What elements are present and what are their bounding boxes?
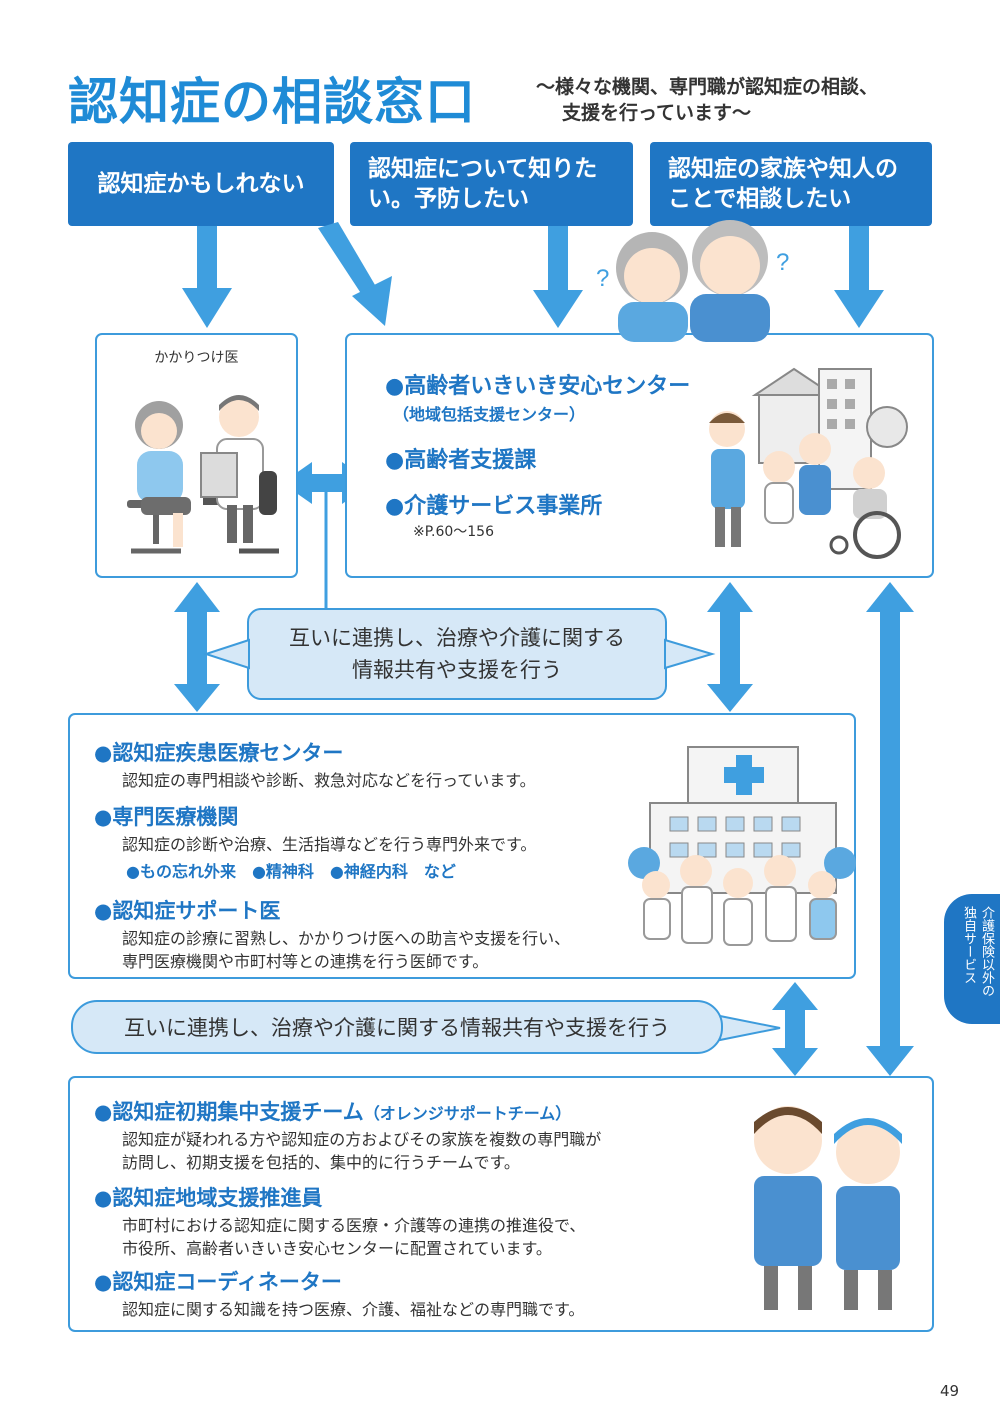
- top-box-line: ことで相談したい: [668, 186, 852, 212]
- support-item-promoter: ●認知症地域支援推進員: [94, 1186, 323, 1210]
- collaboration-bubble-2: 互いに連携し、治療や介護に関する情報共有や支援を行う: [71, 1000, 723, 1054]
- arrow-vertical-double-lower: [772, 982, 818, 1076]
- side-tab-independent-services: 介護保険以外の 独自サービス: [944, 894, 1000, 1024]
- medical-item-support-doctor-desc2: 専門医療機関や市町村等との連携を行う医師です。: [122, 952, 489, 971]
- support-item-initial-team: ●認知症初期集中支援チーム（オレンジサポートチーム）: [94, 1096, 571, 1126]
- medical-item-specialist-desc: 認知症の診断や治療、生活指導などを行う専門外来です。: [122, 835, 537, 854]
- arrow-vertical-double-right-long: [866, 582, 914, 1076]
- page-subtitle: 〜様々な機関、専門職が認知症の相談、 支援を行っています〜: [536, 74, 878, 126]
- arrow-diagonal: [318, 222, 392, 326]
- medical-item-support-doctor-desc1: 認知症の診療に習熟し、かかりつけ医への助言や支援を行い、: [122, 929, 571, 948]
- question-icon: ?: [776, 249, 789, 276]
- elderly-couple-illustration: ? ?: [596, 220, 789, 342]
- top-box-maybe-dementia: 認知症かもしれない: [68, 142, 334, 226]
- support-item-coordinator-desc: 認知症に関する知識を持つ医療、介護、福祉などの専門職です。: [122, 1300, 585, 1319]
- support-item-initial-team-desc1: 認知症が疑われる方や認知症の方およびその家族を複数の専門職が: [122, 1130, 602, 1149]
- medical-item-center: ●認知症疾患医療センター: [94, 741, 344, 765]
- page-number: 49: [940, 1382, 960, 1400]
- doctor-patient-illustration: [127, 395, 279, 554]
- family-doctor-panel: かかりつけ医: [95, 333, 298, 578]
- support-item-coordinator: ●認知症コーディネーター: [94, 1270, 342, 1294]
- collaboration-bubble-1: 互いに連携し、治療や介護に関する 情報共有や支援を行う: [247, 608, 667, 700]
- center-item-ikiiki-sub: （地域包括支援センター）: [393, 405, 586, 424]
- support-item-initial-team-desc2: 訪問し、初期支援を包括的、集中的に行うチームです。: [122, 1153, 520, 1172]
- arrow-down-1: [182, 226, 232, 328]
- family-doctor-label: かかりつけ医: [154, 350, 239, 366]
- bubble-line: 互いに連携し、治療や介護に関する情報共有や支援を行う: [124, 1016, 670, 1040]
- care-workers-illustration: [754, 1106, 902, 1310]
- bubble-line: 情報共有や支援を行う: [352, 658, 562, 682]
- family-town-illustration: [709, 367, 908, 559]
- bubble-line: 互いに連携し、治療や介護に関する: [289, 626, 625, 650]
- medical-item-specialist-examples: ●もの忘れ外来 ●精神科 ●神経内科 など: [126, 862, 456, 881]
- medical-item-support-doctor: ●認知症サポート医: [94, 899, 281, 923]
- subtitle-line2: 支援を行っています〜: [562, 102, 752, 124]
- top-box-text: 認知症かもしれない: [97, 171, 305, 197]
- top-box-line: 認知症の家族や知人の: [668, 156, 898, 182]
- top-box-family-consult: 認知症の家族や知人の ことで相談したい: [650, 142, 932, 226]
- side-tab-col1: 介護保険以外の: [979, 906, 994, 997]
- support-item-promoter-desc2: 市役所、高齢者いきいき安心センターに配置されています。: [122, 1239, 552, 1258]
- center-item-elderly-support: ●高齢者支援課: [385, 448, 537, 473]
- center-item-care-service: ●介護サービス事業所: [385, 494, 603, 519]
- support-item-promoter-desc1: 市町村における認知症に関する医療・介護等の連携の推進役で、: [122, 1216, 586, 1235]
- center-item-care-service-note: ※P.60〜156: [413, 524, 494, 540]
- side-tab-col2: 独自サービス: [961, 906, 976, 984]
- top-box-learn-prevent: 認知症について知りた い。予防したい: [350, 142, 633, 226]
- arrow-vertical-double-mid: [707, 582, 753, 712]
- page-title: 認知症の相談窓口: [68, 73, 476, 131]
- arrow-down-3: [834, 226, 884, 328]
- subtitle-line1: 〜様々な機関、専門職が認知症の相談、: [536, 76, 879, 98]
- community-support-panel: ●認知症初期集中支援チーム（オレンジサポートチーム） 認知症が疑われる方や認知症…: [68, 1076, 934, 1332]
- support-item-initial-team-title: ●認知症初期集中支援チーム: [94, 1100, 364, 1124]
- top-box-line: 認知症について知りた: [368, 156, 598, 182]
- consultation-center-panel: ●高齢者いきいき安心センター （地域包括支援センター） ●高齢者支援課 ●介護サ…: [345, 333, 934, 578]
- support-item-initial-team-suffix: （オレンジサポートチーム）: [363, 1104, 572, 1123]
- medical-item-center-desc: 認知症の専門相談や診断、救急対応などを行っています。: [122, 771, 536, 790]
- arrow-vertical-double-left: [174, 582, 220, 712]
- arrow-down-2: [533, 226, 583, 328]
- center-item-ikiiki: ●高齢者いきいき安心センター: [385, 374, 691, 399]
- question-icon: ?: [596, 265, 609, 292]
- medical-institutions-panel: ●認知症疾患医療センター 認知症の専門相談や診断、救急対応などを行っています。 …: [68, 713, 856, 979]
- hospital-staff-illustration: [628, 746, 856, 946]
- top-box-line: い。予防したい: [368, 186, 529, 212]
- medical-item-specialist: ●専門医療機関: [94, 805, 239, 829]
